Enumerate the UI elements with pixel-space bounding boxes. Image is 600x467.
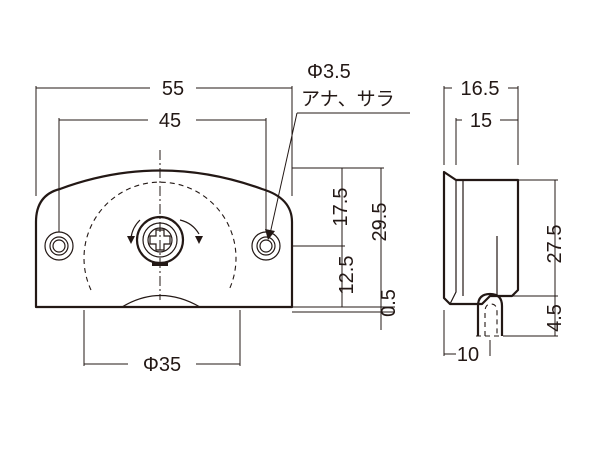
dimension-45: 45 (58, 110, 267, 232)
side-wheel-outline (476, 292, 504, 336)
wheel-bottom-arc (121, 294, 201, 308)
rotation-arrow-right (179, 219, 200, 235)
dim-17-5-label: 17.5 (330, 188, 352, 227)
left-mounting-hole (44, 231, 74, 261)
hole-callout: Φ3.5 アナ、サラ (265, 61, 410, 240)
dim-12-5-label: 12.5 (336, 256, 358, 295)
dim-10-label: 10 (457, 344, 479, 366)
front-view: 55 45 Φ3.5 アナ、サラ Φ35 (34, 61, 410, 376)
dim-55-label: 55 (162, 78, 184, 100)
side-wheel-inner (484, 303, 498, 336)
dim-0-5-label: 0.5 (378, 289, 400, 317)
dimension-diameter-35: Φ35 (83, 310, 241, 376)
hole-callout-diameter: Φ3.5 (307, 61, 351, 83)
hole-callout-note: アナ、サラ (301, 88, 395, 110)
right-mounting-hole (251, 231, 281, 261)
rotation-arrow-right-head (195, 236, 203, 244)
dimension-15: 15 (455, 110, 518, 165)
vertical-dimensions: 17.5 29.5 12.5 0.5 (292, 167, 400, 330)
front-body-outline (34, 169, 294, 309)
side-view: 16.5 15 27.5 4.5 10 (442, 78, 566, 366)
dim-45-label: 45 (159, 110, 181, 132)
dimension-55: 55 (35, 78, 293, 196)
dim-16-5-label: 16.5 (461, 78, 500, 100)
adjusting-screw (135, 215, 185, 266)
side-vertical-dimensions: 27.5 4.5 (504, 179, 566, 337)
dimension-10: 10 (443, 310, 491, 366)
dim-4-5-label: 4.5 (544, 304, 566, 332)
side-body-outline (442, 170, 520, 306)
dim-29-5-label: 29.5 (369, 203, 391, 242)
rotation-arrow-left-head (127, 236, 135, 244)
dimension-16-5: 16.5 (443, 78, 519, 165)
dim-diameter-35-label: Φ35 (143, 354, 181, 376)
side-body-inner (449, 180, 457, 305)
wheel-hidden-circle (83, 181, 237, 291)
dim-27-5-label: 27.5 (544, 225, 566, 264)
dim-15-label: 15 (470, 110, 492, 132)
